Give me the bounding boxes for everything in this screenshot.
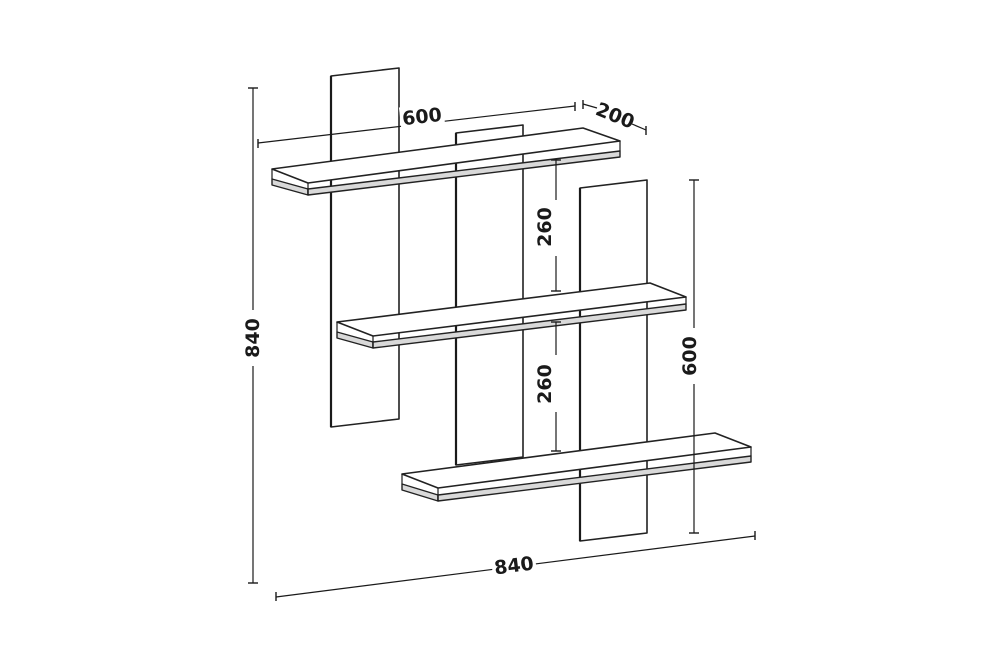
right-panel-height-label: 600 (679, 336, 701, 376)
middle-shelf (336, 282, 687, 349)
left-panel (329, 67, 400, 428)
dimension-lower-spacing: 260 (534, 321, 561, 452)
lower-spacing-label: 260 (534, 364, 556, 404)
shelf-length-label: 600 (401, 104, 443, 130)
dimension-shelf-depth: 200 (582, 98, 647, 135)
dimension-upper-spacing: 260 (534, 159, 561, 292)
right-panel (578, 179, 648, 542)
bottom-shelf (401, 432, 752, 502)
top-shelf (271, 127, 621, 196)
total-width-label: 840 (493, 553, 535, 580)
dimension-total-width: 840 (275, 531, 756, 601)
upper-spacing-label: 260 (534, 207, 556, 247)
dimension-total-height: 840 (242, 87, 264, 584)
dimension-shelf-length: 600 (257, 102, 576, 148)
middle-panel (454, 124, 524, 466)
shelf-depth-label: 200 (592, 98, 637, 133)
dimension-right-panel-height: 600 (679, 179, 701, 534)
total-height-label: 840 (242, 318, 264, 358)
